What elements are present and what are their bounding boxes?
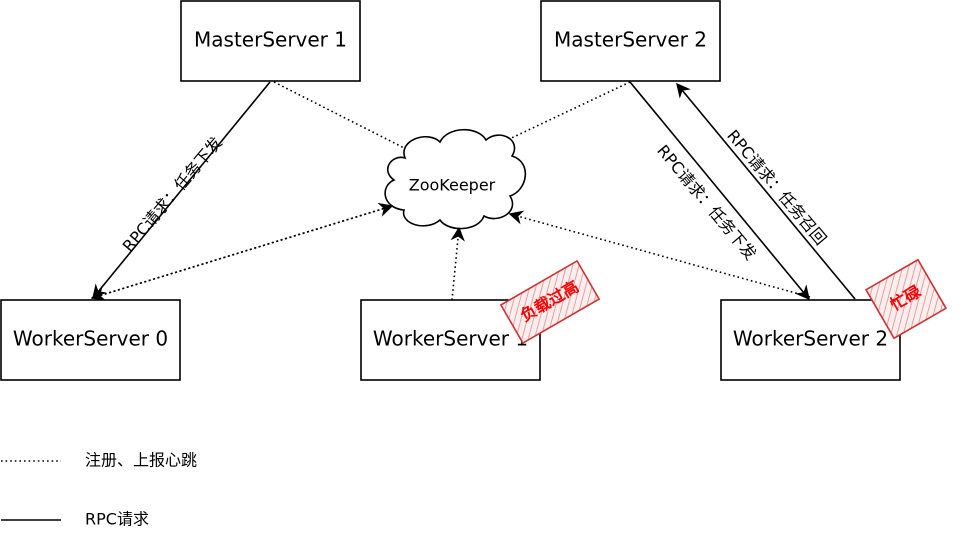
worker-server-1-label: WorkerServer 1 [373,327,528,351]
master-server-2-label: MasterServer 2 [554,28,707,52]
edge-master1-zookeeper [273,81,420,156]
master-server-2: MasterServer 2 [540,0,721,82]
stamp-busy: 忙碌 [864,258,948,340]
worker-server-0-label: WorkerServer 0 [13,327,168,351]
heartbeat-edges [90,81,811,302]
legend-dotted-label: 注册、上报心跳 [85,451,197,470]
edge-label-master1-worker0: RPC请求：任务下发 [119,133,226,255]
edge-worker2-zookeeper [508,210,811,298]
worker-server-2-label: WorkerServer 2 [733,327,888,351]
rpc-edges [92,81,856,301]
master-server-1-label: MasterServer 1 [194,28,347,52]
edge-master1-worker0 [92,81,271,300]
zookeeper-node: ZooKeeper [384,129,527,230]
zookeeper-label: ZooKeeper [409,176,496,195]
edge-worker0-zookeeper-back [90,205,393,302]
worker-server-2: WorkerServer 2 [720,299,901,381]
edge-worker1-zookeeper [450,226,465,301]
edge-worker2-master2 [676,82,856,300]
cloud-icon [384,129,527,230]
edge-master2-zookeeper [484,81,631,151]
stamp-overloaded: 负载过高 [499,259,601,345]
master-server-1: MasterServer 1 [180,0,361,82]
legend-solid-label: RPC请求 [85,510,149,529]
worker-server-0: WorkerServer 0 [0,299,181,381]
legend: 注册、上报心跳 RPC请求 [1,451,197,529]
edge-master2-worker2 [629,81,810,301]
